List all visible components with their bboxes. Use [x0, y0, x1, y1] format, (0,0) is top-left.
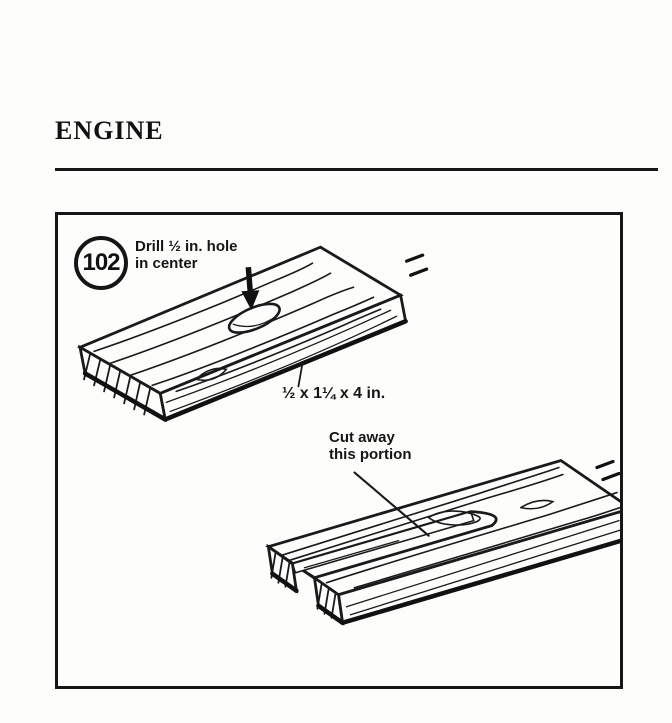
- figure-number: 102: [82, 249, 120, 276]
- dimension-label: ½ x 1¼ x 4 in.: [282, 385, 386, 402]
- motion-dashes: [405, 253, 429, 277]
- cut-label-line1: Cut away: [329, 429, 395, 446]
- leader-lines: [297, 362, 430, 537]
- drill-hole: [227, 302, 281, 334]
- bottom-edge-shadow-2: [316, 538, 620, 626]
- dimension-leader-line: [297, 362, 304, 388]
- figure-box: 102 Drill ½ in. hole in center ½ x 1¼ x …: [55, 212, 623, 689]
- drill-arrow-icon: [241, 266, 260, 311]
- wood-grain-lines-2: [279, 466, 620, 616]
- prong-bottom-edge: [270, 571, 299, 594]
- cut-away-label: Cut away this portion: [329, 429, 412, 463]
- motion-dashes-2: [595, 459, 620, 482]
- bottom-edge-shadow: [82, 319, 408, 422]
- woodworking-illustration: [76, 245, 620, 626]
- page-title: ENGINE: [55, 116, 164, 145]
- cut-label-line2: this portion: [329, 446, 412, 463]
- slot-end-curl: [427, 510, 481, 526]
- end-grain-hatching: [83, 353, 152, 416]
- cut-away-leader-line: [353, 471, 430, 537]
- drill-instruction-label: Drill ½ in. hole in center: [135, 238, 238, 272]
- drill-label-line1: Drill ½ in. hole: [135, 238, 238, 255]
- drilled-block: [76, 245, 429, 423]
- slotted-block: [265, 458, 620, 626]
- figure-number-badge: 102: [74, 236, 128, 290]
- drill-label-line2: in center: [135, 255, 198, 272]
- section-divider: [55, 168, 658, 171]
- wood-grain-lines: [93, 262, 398, 413]
